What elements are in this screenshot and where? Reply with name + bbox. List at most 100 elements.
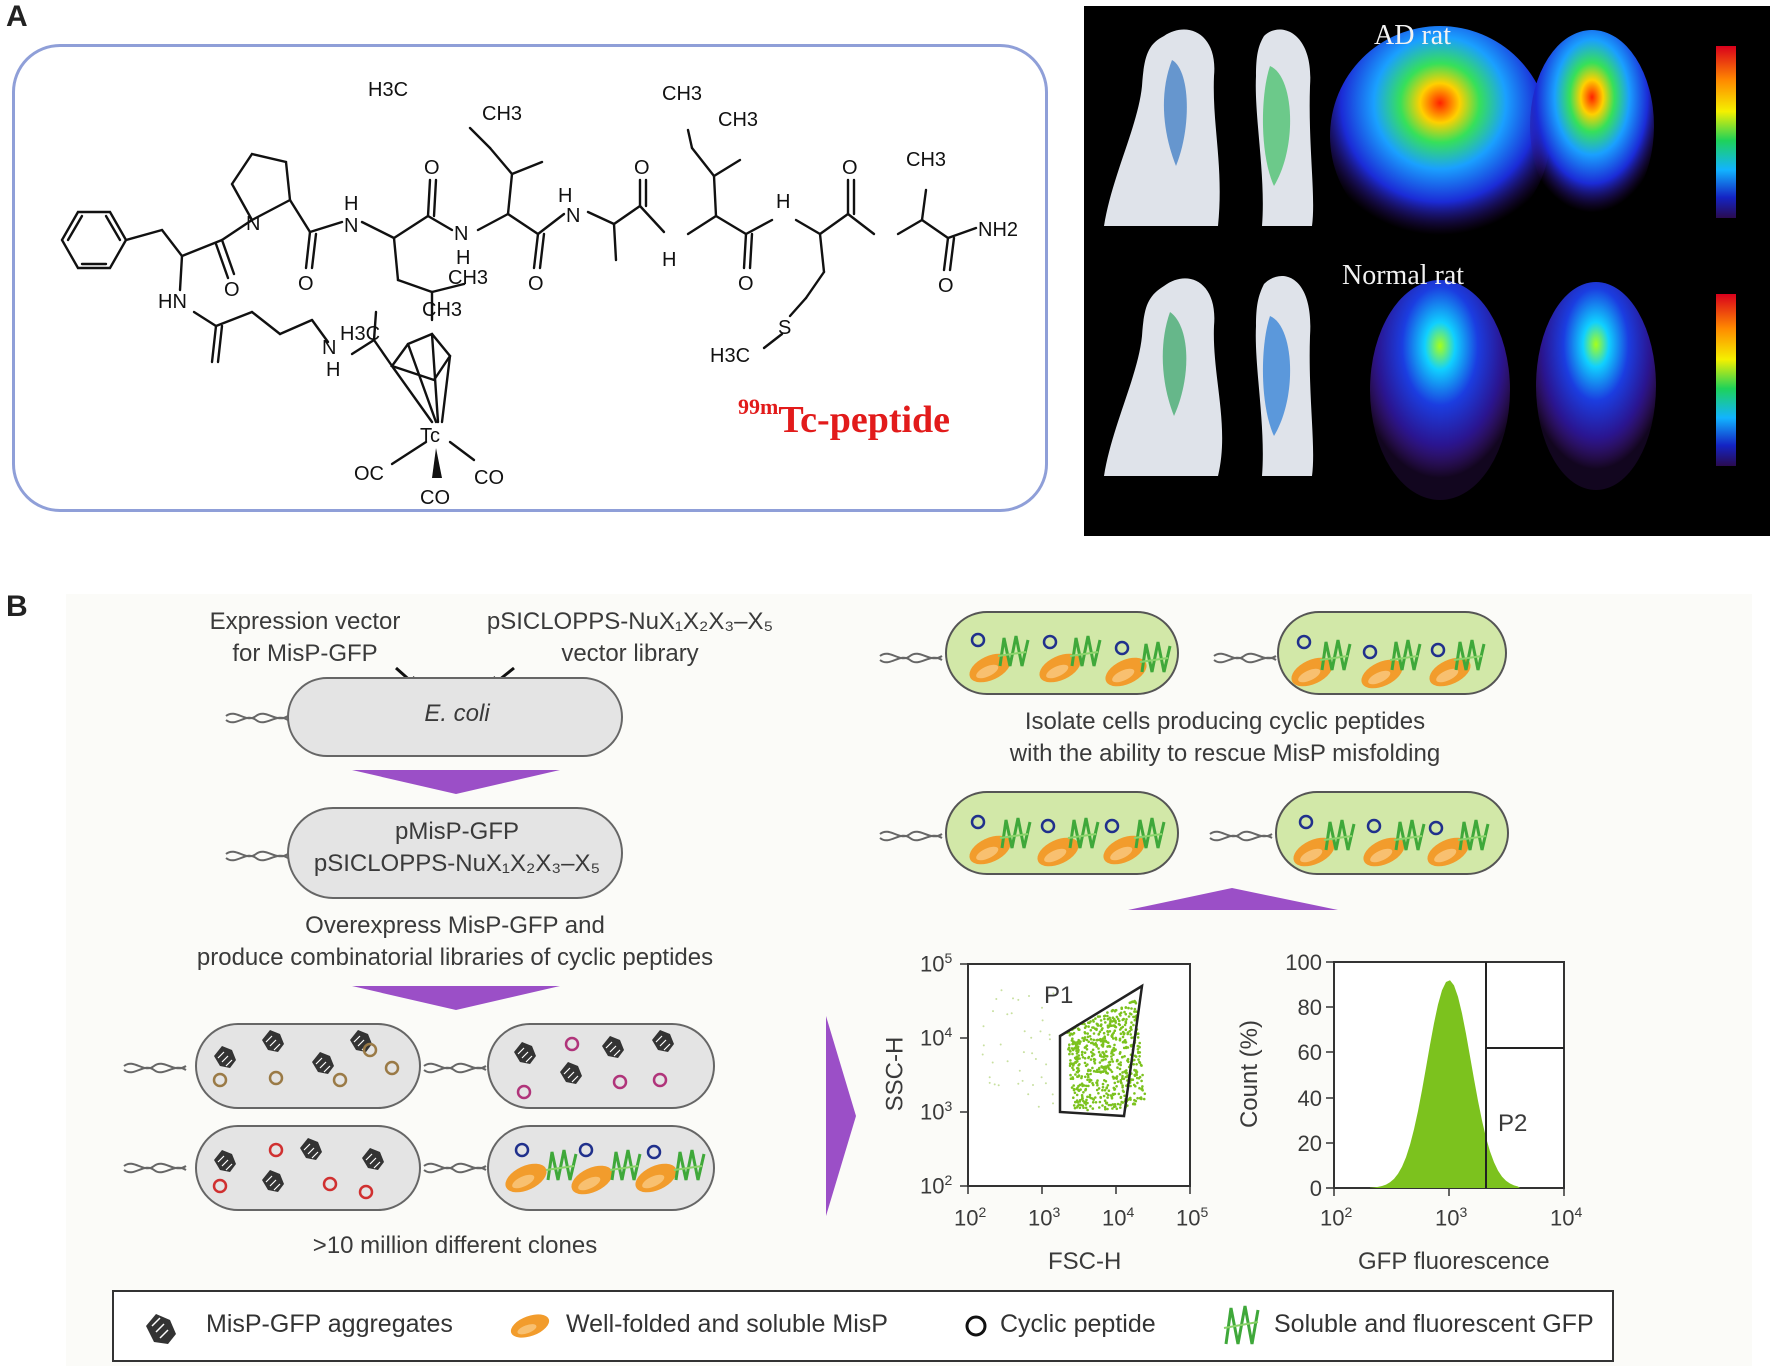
scatter-point [1123,1010,1126,1014]
scatter-point [1097,1092,1100,1095]
scatter-point [1068,1043,1071,1046]
scatter-point [1111,1009,1114,1012]
scatter-point [1101,1088,1104,1092]
scatter-point [1091,1026,1094,1029]
scatter-point [1110,1070,1114,1074]
scatter-point [1141,1073,1144,1077]
scatter-point [1122,1017,1125,1021]
atom-n-ile: N [454,223,468,245]
expression-vector-line1: Expression vector [209,608,401,635]
scatter-point [1021,1079,1024,1082]
scatter-point [1069,1059,1072,1062]
scatter-point [1032,1084,1034,1086]
scatter-point [1108,1022,1112,1025]
scatter-point [1106,1096,1109,1099]
scatter-point [1093,1043,1097,1046]
scatter-point [1102,1058,1105,1062]
scatter-point [1138,1055,1141,1058]
scatter-point [1107,1089,1111,1092]
scatter-point [1108,1030,1112,1033]
scatter-point [1121,1035,1125,1039]
scatter-point [1106,1014,1109,1018]
molecule-label-text: Tc-peptide [778,399,951,441]
scatter-point [1113,1081,1117,1085]
legend-soluble-misp-icon [510,1314,550,1338]
atom-o-2: O [298,273,314,295]
scatter-point [1101,1082,1105,1086]
atom-hn: HN [158,291,187,313]
scatter-point [1086,1072,1089,1076]
legend-aggregates-icon [146,1314,176,1344]
scatter-point [1092,1057,1096,1061]
hist-xtick-2: 103 [1435,1204,1468,1231]
atom-ch3-leu: CH3 [422,299,462,321]
scatter-point [1119,1014,1122,1017]
scatter-point [988,1081,991,1084]
scatter-point [1107,1103,1111,1107]
hist-ytick-40: 40 [1297,1086,1322,1111]
scatter-point [1094,1017,1097,1020]
scatter-point [1092,1032,1096,1035]
scatter-point [1074,1047,1078,1050]
scatter-point [1075,1093,1079,1097]
scatter-point [1132,1023,1135,1027]
scatter-point [1103,1079,1106,1082]
scatter-point [1041,1006,1043,1009]
scatter-point [1084,1087,1088,1091]
scatter-point [1128,1097,1131,1100]
isolate-line2: with the ability to rescue MisP misfoldi… [1009,740,1441,767]
scatter-point [1078,1028,1081,1031]
scatter-point [1104,1050,1108,1053]
spect-label-ad: AD rat [1374,20,1451,51]
atom-n-ala: N [566,205,580,227]
scatter-point [1086,1032,1089,1035]
scatter-point [995,998,998,1000]
scatter-point [1069,1077,1073,1080]
scatter-point [1071,1042,1074,1046]
scatter-point [1017,1082,1020,1085]
scatter-point [1128,1030,1131,1033]
gate-p1 [1058,983,1144,1118]
scatter-point [1129,1033,1132,1036]
atom-n-linker: N [322,337,336,359]
scatter-point [1092,1069,1096,1073]
scatter-point [1131,1102,1135,1106]
scatter-point [1106,1017,1110,1021]
scatter-point [1100,1028,1103,1032]
scatter-point [1068,1052,1071,1056]
scatter-point [1123,1094,1126,1098]
hist-ytick-0: 0 [1309,1176,1322,1201]
arrow-right [826,1016,856,1216]
scatter-point [1106,1024,1110,1027]
molecule-frame [12,44,1048,512]
scatter-point [1132,1015,1135,1019]
scatter-point [1088,1069,1092,1072]
arrow-down-1 [352,770,560,794]
scatter-point [1138,1086,1141,1090]
hist-ytick-100: 100 [1285,950,1322,975]
scatter-point [1023,1030,1026,1033]
scatter-point [1125,1072,1128,1075]
scatter-point [1089,1096,1093,1100]
scatter-xtick-2: 103 [1028,1204,1061,1231]
scatter-point [1084,1106,1088,1110]
scatter-point [1076,1104,1080,1108]
scatter-point [1096,1083,1099,1087]
scatter-point [1133,1092,1136,1095]
scatter-point [988,1076,991,1079]
scatter-gate-label: P1 [1044,982,1074,1009]
scatter-point [1088,1093,1092,1097]
scatter-point [1078,1106,1082,1110]
scatter-point [1104,1058,1107,1061]
scatter-point [999,1043,1002,1046]
scatter-point [1127,1015,1131,1018]
scatter-point [1078,1063,1081,1066]
scatter-point [1000,989,1003,992]
scatter-point [1134,1055,1138,1058]
arrow-down-2 [352,986,560,1010]
scatter-point [1085,1098,1088,1102]
atom-nh2: NH2 [978,219,1018,241]
hist-ytick-80: 80 [1297,995,1322,1020]
scatter-point [1091,1083,1095,1087]
scatter-point [1119,1103,1122,1106]
